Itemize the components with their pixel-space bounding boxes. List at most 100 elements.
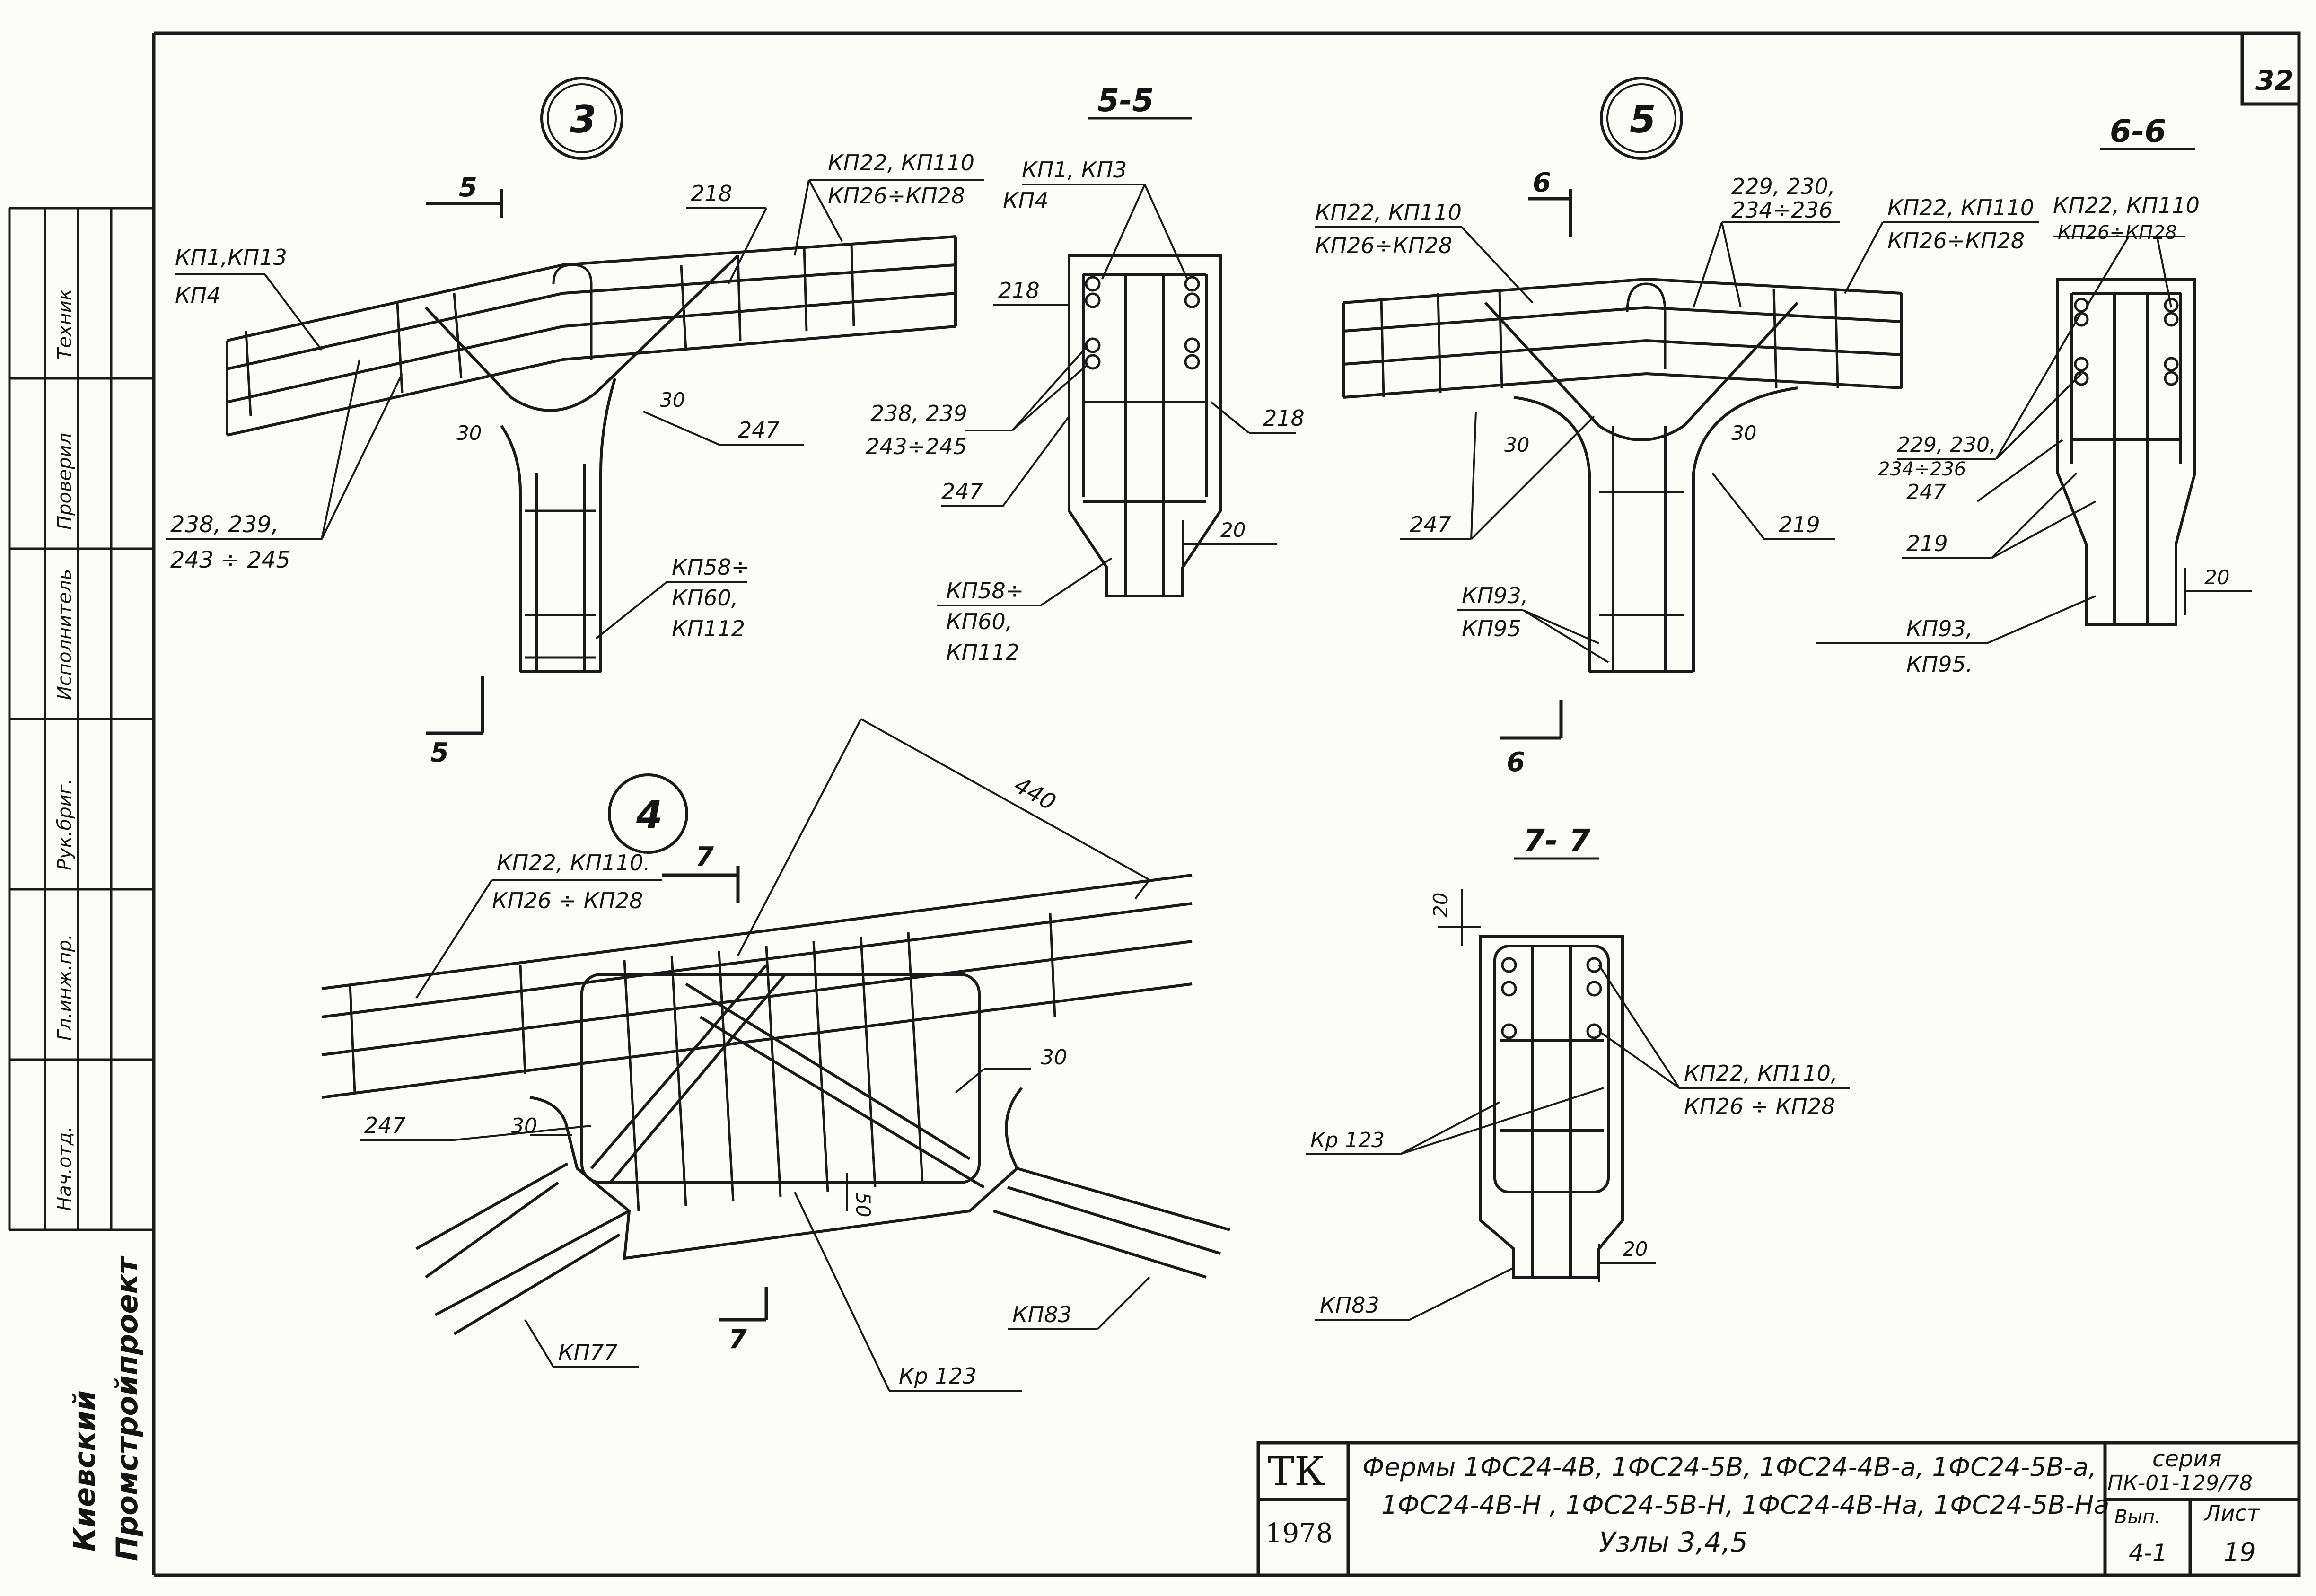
node-4-kp83: КП83 [1012,1302,1072,1327]
stamp-name-1: Нач.отд. [54,1126,76,1211]
node-4-dim-30-left: 30 [511,1114,537,1138]
section-6-6-title: 6-6 [2110,113,2166,149]
vyp-value: 4-1 [2129,1539,2167,1567]
list-label: Лист [2203,1500,2260,1526]
stamp-name-3: Рук.бриг. [54,779,76,870]
section-6-6-kp22-kp110: КП22, КП110 [2053,193,2200,218]
section-7-7-title: 7- 7 [1523,823,1590,859]
stamp-name-5: Проверил [54,433,76,530]
section-7-7-kp22-kp110: КП22, КП110, [1684,1061,1838,1086]
node-3-bars-243: 243 ÷ 245 [170,547,290,573]
section-5-5-dim-20: 20 [1220,518,1246,542]
node-4-circle [608,773,688,854]
section-6-6-kp95: КП95. [1906,651,1973,677]
node-3-cut-5-top: 5 [459,172,477,203]
node-5-circle [1600,77,1683,160]
node-4-label: 4 [636,793,663,837]
node-5-kp26b: КП26÷КП28 [1887,228,2025,254]
node-4-kr123: Кр 123 [899,1363,976,1389]
vyp-label: Вып. [2114,1506,2161,1528]
section-7-7-kp83: КП83 [1320,1292,1379,1318]
node-3-dim-30-right: 30 [660,388,685,412]
title-block-year: 1978 [1265,1518,1333,1549]
section-7-7-dim-20-bottom: 20 [1623,1237,1648,1261]
section-5-5-bar-218-top: 218 [998,278,1040,303]
stamp-name-4: Исполнитель [54,569,76,700]
section-5-5-kp60: КП60, [946,609,1012,634]
node-5-kp22-kp110: КП22, КП110 [1315,200,1462,225]
node-3-bars-238: 238, 239, [170,511,279,538]
node-5-kp26-kp28: КП26÷КП28 [1315,233,1452,258]
node-3-kp22-kp110: КП22, КП110 [828,150,974,175]
node-5-bar-247: 247 [1410,512,1451,537]
node-4-kp22-kp110: КП22, КП110. [497,850,650,876]
stamp-name-2: Гл.инж.пр. [54,934,76,1041]
section-5-5-bar-218-right: 218 [1263,405,1305,431]
node-3-kp26-kp28: КП26÷КП28 [828,183,965,209]
node-5-drawing: 5 [1315,77,2039,778]
section-7-7-dim-20-top: 20 [1429,893,1452,918]
list-value: 19 [2223,1537,2256,1567]
section-5-5-kp1-kp3: КП1, КП3 [1022,157,1127,183]
org-name-promstroy: Промстройпроект [110,1255,144,1561]
section-6-6-bar-219: 219 [1906,531,1948,556]
node-5-bars-229: 229, 230, [1731,174,1835,199]
node-5-kp95: КП95 [1462,616,1521,641]
node-4-dim-50: 50 [851,1192,875,1217]
stamp-name-6: Техник [54,289,76,360]
node-4-bar-247: 247 [364,1113,406,1138]
section-5-5-kp4: КП4 [1003,188,1049,213]
node-5-bars-234: 234÷236 [1731,197,1833,223]
section-6-6-bar-247: 247 [1906,480,1946,504]
section-5-5: 5-5 [866,82,1305,665]
section-5-5-kp112: КП112 [946,640,1019,665]
node-5-label: 5 [1630,97,1656,141]
side-stamp-names: Нач.отд. Гл.инж.пр. Рук.бриг. Исполнител… [54,289,76,1211]
section-6-6: 6-6 [1816,113,2252,677]
seria-value: ПК-01-129/78 [2107,1471,2253,1495]
node-5-dim-30-right: 30 [1731,421,1756,445]
node-3-kp4: КП4 [175,282,221,308]
title-block-frame [1256,1441,2301,1577]
node-4-kp26-kp28: КП26 ÷ КП28 [492,888,643,913]
title-line-2: 1ФС24-4В-Н , 1ФС24-5В-Н, 1ФС24-4В-На, 1Ф… [1381,1490,2109,1520]
node-3-kp112: КП112 [672,616,745,641]
node-4-dim-440: 440 [1009,772,1060,816]
section-5-5-kp58: КП58÷ [946,578,1024,604]
section-7-7-kp26-kp28: КП26 ÷ КП28 [1684,1094,1835,1119]
node-3-circle [540,77,623,160]
node-5-dim-30-left: 30 [1504,433,1529,456]
node-3-bar-218: 218 [691,181,732,206]
node-3-cut-5-bottom: 5 [430,737,449,768]
title-line-1: Фермы 1ФС24-4В, 1ФС24-5В, 1ФС24-4В-а, 1Ф… [1362,1452,2097,1482]
section-7-7-kr123: Кр 123 [1310,1128,1385,1152]
node-5-kp93: КП93, [1462,583,1528,608]
node-3-kp60: КП60, [672,585,738,611]
node-4-cut-7-top: 7 [695,842,714,872]
section-5-5-bar-247: 247 [941,479,983,504]
node-3-kp58: КП58÷ [672,554,749,580]
section-6-6-bars-229: 229, 230, [1897,433,1996,457]
node-3-kp1-kp13: КП1,КП13 [175,245,287,270]
node-5-cut-6-bottom: 6 [1507,747,1525,778]
seria-label: серия [2152,1446,2221,1472]
sheet-number: 32 [2255,64,2294,96]
node-4-kp77: КП77 [558,1340,618,1365]
node-3-label: 3 [570,97,597,141]
org-name-kyiv: Киевский [67,1390,102,1552]
title-block-tk: ТК [1268,1448,1325,1495]
node-3-dim-30-left: 30 [456,421,482,445]
title-line-3: Узлы 3,4,5 [1599,1526,1748,1558]
node-4-cut-7-bottom: 7 [728,1324,747,1355]
node-5-kp22b: КП22, КП110 [1887,195,2034,220]
side-stamp-frame [8,207,154,1231]
section-7-7: 7- 7 20 КП [1306,823,1850,1321]
section-6-6-bars-234: 234÷236 [1878,458,1966,480]
node-5-cut-6-top: 6 [1533,167,1551,198]
section-6-6-kp26-kp28: КП26÷КП28 [2058,222,2177,244]
section-5-5-bars-238: 238, 239 [870,401,967,426]
section-6-6-kp93: КП93, [1906,616,1973,641]
node-3-drawing: 3 [166,77,984,768]
